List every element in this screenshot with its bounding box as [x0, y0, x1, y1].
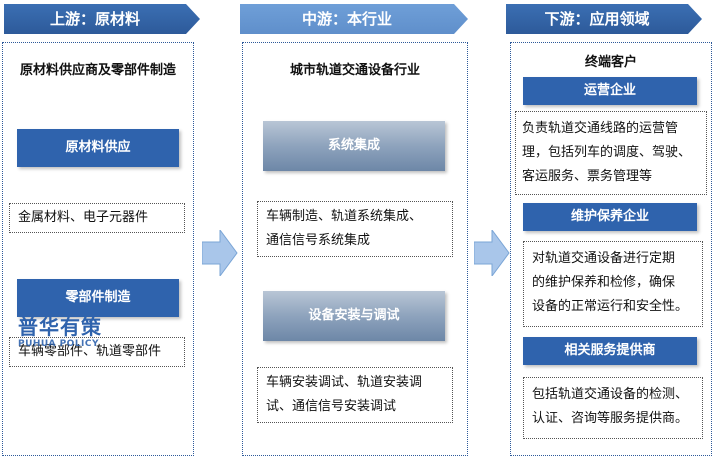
parts-manufacturing-box: 零部件制造: [17, 279, 179, 317]
system-integration-desc: 车辆制造、轨道系统集成、 通信信号系统集成: [257, 201, 453, 257]
operating-enterprise-desc: 负责轨道交通线路的运营管 理，包括列车的调度、驾驶、 客运服务、票务管理等: [515, 111, 707, 195]
puhua-watermark-logo: 普华有策 PUHUA POLICY: [18, 316, 102, 350]
raw-material-supply-box: 原材料供应: [17, 129, 179, 167]
upstream-title: 原材料供应商及零部件制造: [19, 63, 176, 78]
downstream-title: 终端客户: [584, 55, 637, 70]
system-integration-desc-line-2: 通信信号系统集成: [266, 233, 371, 248]
service-desc-line-1: 包括轨道交通设备的检测、: [532, 387, 689, 402]
midstream-column: 城市轨道交通设备行业 系统集成 车辆制造、轨道系统集成、 通信信号系统集成 设备…: [242, 42, 468, 456]
service-provider-box: 相关服务提供商: [523, 337, 697, 365]
service-provider-desc: 包括轨道交通设备的检测、 认证、咨询等服务提供商。: [523, 377, 703, 439]
upstream-column: 原材料供应商及零部件制造 原材料供应 金属材料、电子元器件 零部件制造 车辆零部…: [2, 42, 194, 456]
midstream-banner: 中游：本行业: [240, 4, 468, 34]
watermark-en: PUHUA POLICY: [18, 339, 100, 349]
midstream-title: 城市轨道交通设备行业: [289, 63, 420, 78]
service-desc-line-2: 认证、咨询等服务提供商。: [532, 411, 689, 426]
maintenance-enterprise-box: 维护保养企业: [523, 203, 697, 231]
system-integration-box: 系统集成: [263, 121, 445, 171]
operating-desc-line-2: 理，包括列车的调度、驾驶、: [522, 145, 692, 160]
install-debug-desc-line-2: 试、通信信号安装调试: [266, 399, 397, 414]
parts-desc: 车辆零部件、轨道零部件: [9, 337, 185, 367]
operating-desc-line-3: 客运服务、票务管理等: [522, 169, 653, 184]
install-debug-box: 设备安装与调试: [263, 291, 445, 341]
downstream-banner: 下游：应用领域: [506, 4, 702, 34]
maintenance-enterprise-desc: 对轨道交通设备进行定期 的维护保养和检修，确保 设备的正常运行和安全性。: [523, 241, 703, 327]
downstream-column: 终端客户 运营企业 负责轨道交通线路的运营管 理，包括列车的调度、驾驶、 客运服…: [510, 42, 712, 456]
system-integration-desc-line-1: 车辆制造、轨道系统集成、: [266, 209, 423, 224]
arrow-right-icon: [202, 230, 238, 276]
arrow-right-icon: [474, 230, 510, 276]
install-debug-desc-line-1: 车辆安装调试、轨道安装调: [266, 375, 423, 390]
operating-enterprise-box: 运营企业: [523, 77, 697, 105]
install-debug-desc: 车辆安装调试、轨道安装调 试、通信信号安装调试: [257, 367, 453, 423]
watermark-cn: 普华有策: [18, 315, 102, 339]
parts-desc-text: 车辆零部件、轨道零部件: [18, 344, 162, 359]
maintenance-desc-line-3: 设备的正常运行和安全性。: [532, 299, 689, 314]
raw-material-desc-text: 金属材料、电子元器件: [18, 210, 149, 225]
raw-material-desc: 金属材料、电子元器件: [9, 203, 185, 233]
maintenance-desc-line-1: 对轨道交通设备进行定期: [532, 251, 676, 266]
operating-desc-line-1: 负责轨道交通线路的运营管: [522, 121, 679, 136]
maintenance-desc-line-2: 的维护保养和检修，确保: [532, 275, 676, 290]
upstream-banner: 上游：原材料: [4, 4, 200, 34]
